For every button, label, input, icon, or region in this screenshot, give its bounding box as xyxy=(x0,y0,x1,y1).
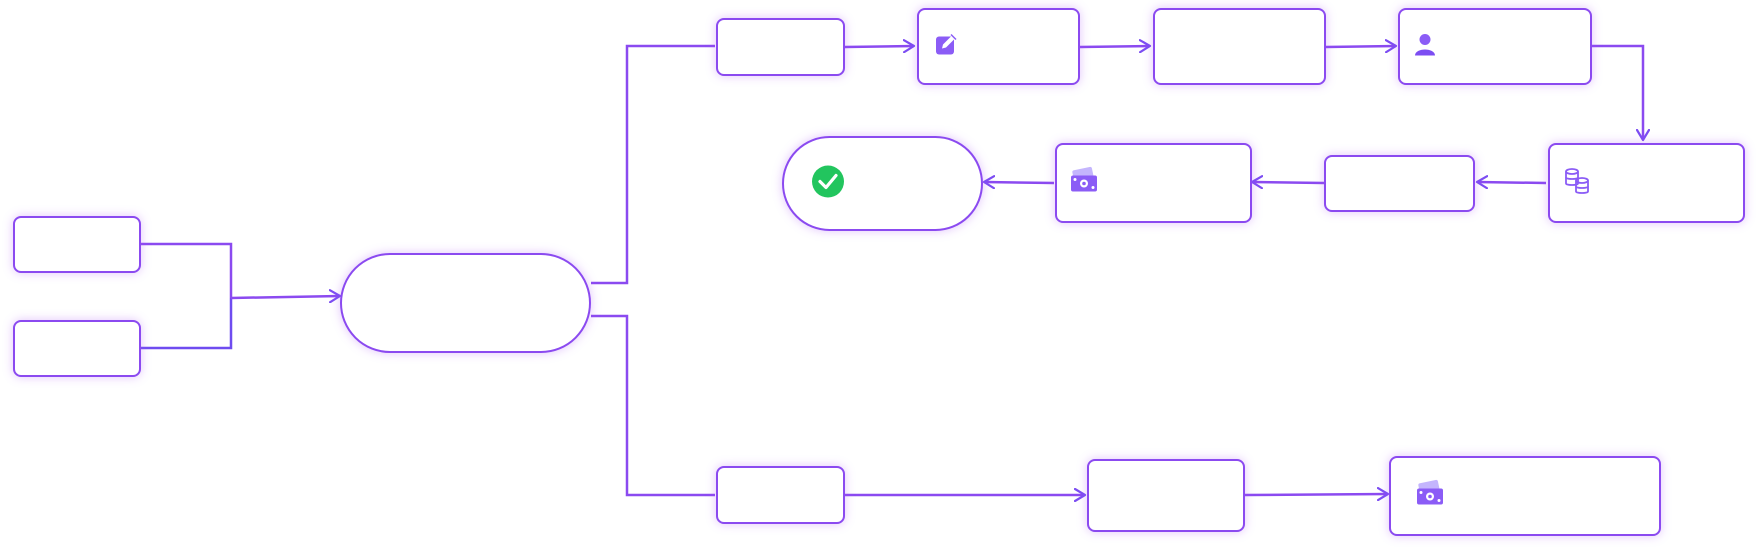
node-coins-step[interactable] xyxy=(1548,143,1745,223)
user-icon xyxy=(1414,32,1436,61)
node-bottom-start[interactable] xyxy=(716,466,845,524)
check-circle-icon xyxy=(811,164,845,203)
node-review-step[interactable] xyxy=(1153,8,1326,85)
coins-icon xyxy=(1562,166,1592,201)
edit-icon xyxy=(935,32,959,61)
node-mid-step[interactable] xyxy=(1324,155,1475,212)
node-bottom-payment[interactable] xyxy=(1389,456,1661,536)
edge-coins-to-mid xyxy=(1477,182,1547,183)
node-input-a[interactable] xyxy=(13,216,141,273)
node-payment-step[interactable] xyxy=(1055,143,1252,223)
node-input-b[interactable] xyxy=(13,320,141,377)
edge-hub-to-top-start xyxy=(591,44,715,285)
edge-review-to-user xyxy=(1325,46,1396,47)
node-top-start[interactable] xyxy=(716,18,845,76)
edge-payment-to-done xyxy=(984,182,1055,183)
edge-top-start-to-edit xyxy=(844,46,914,47)
edge-merge-to-hub xyxy=(230,296,340,298)
edge-edit-to-review xyxy=(1079,46,1150,47)
edge-user-to-coins xyxy=(1592,44,1643,140)
edge-bottom-mid-to-payment xyxy=(1244,494,1388,495)
node-edit-step[interactable] xyxy=(917,8,1080,85)
edge-hub-to-bottom-start xyxy=(591,314,715,497)
cash-icon xyxy=(1415,479,1445,513)
edge-input-b-to-hub xyxy=(141,298,233,350)
node-user-step[interactable] xyxy=(1398,8,1592,85)
edge-input-a-to-hub xyxy=(141,242,233,298)
node-hub[interactable] xyxy=(340,253,591,353)
node-bottom-mid[interactable] xyxy=(1087,459,1245,532)
edge-mid-to-payment xyxy=(1252,182,1325,183)
cash-icon xyxy=(1069,166,1099,200)
node-done[interactable] xyxy=(782,136,983,231)
